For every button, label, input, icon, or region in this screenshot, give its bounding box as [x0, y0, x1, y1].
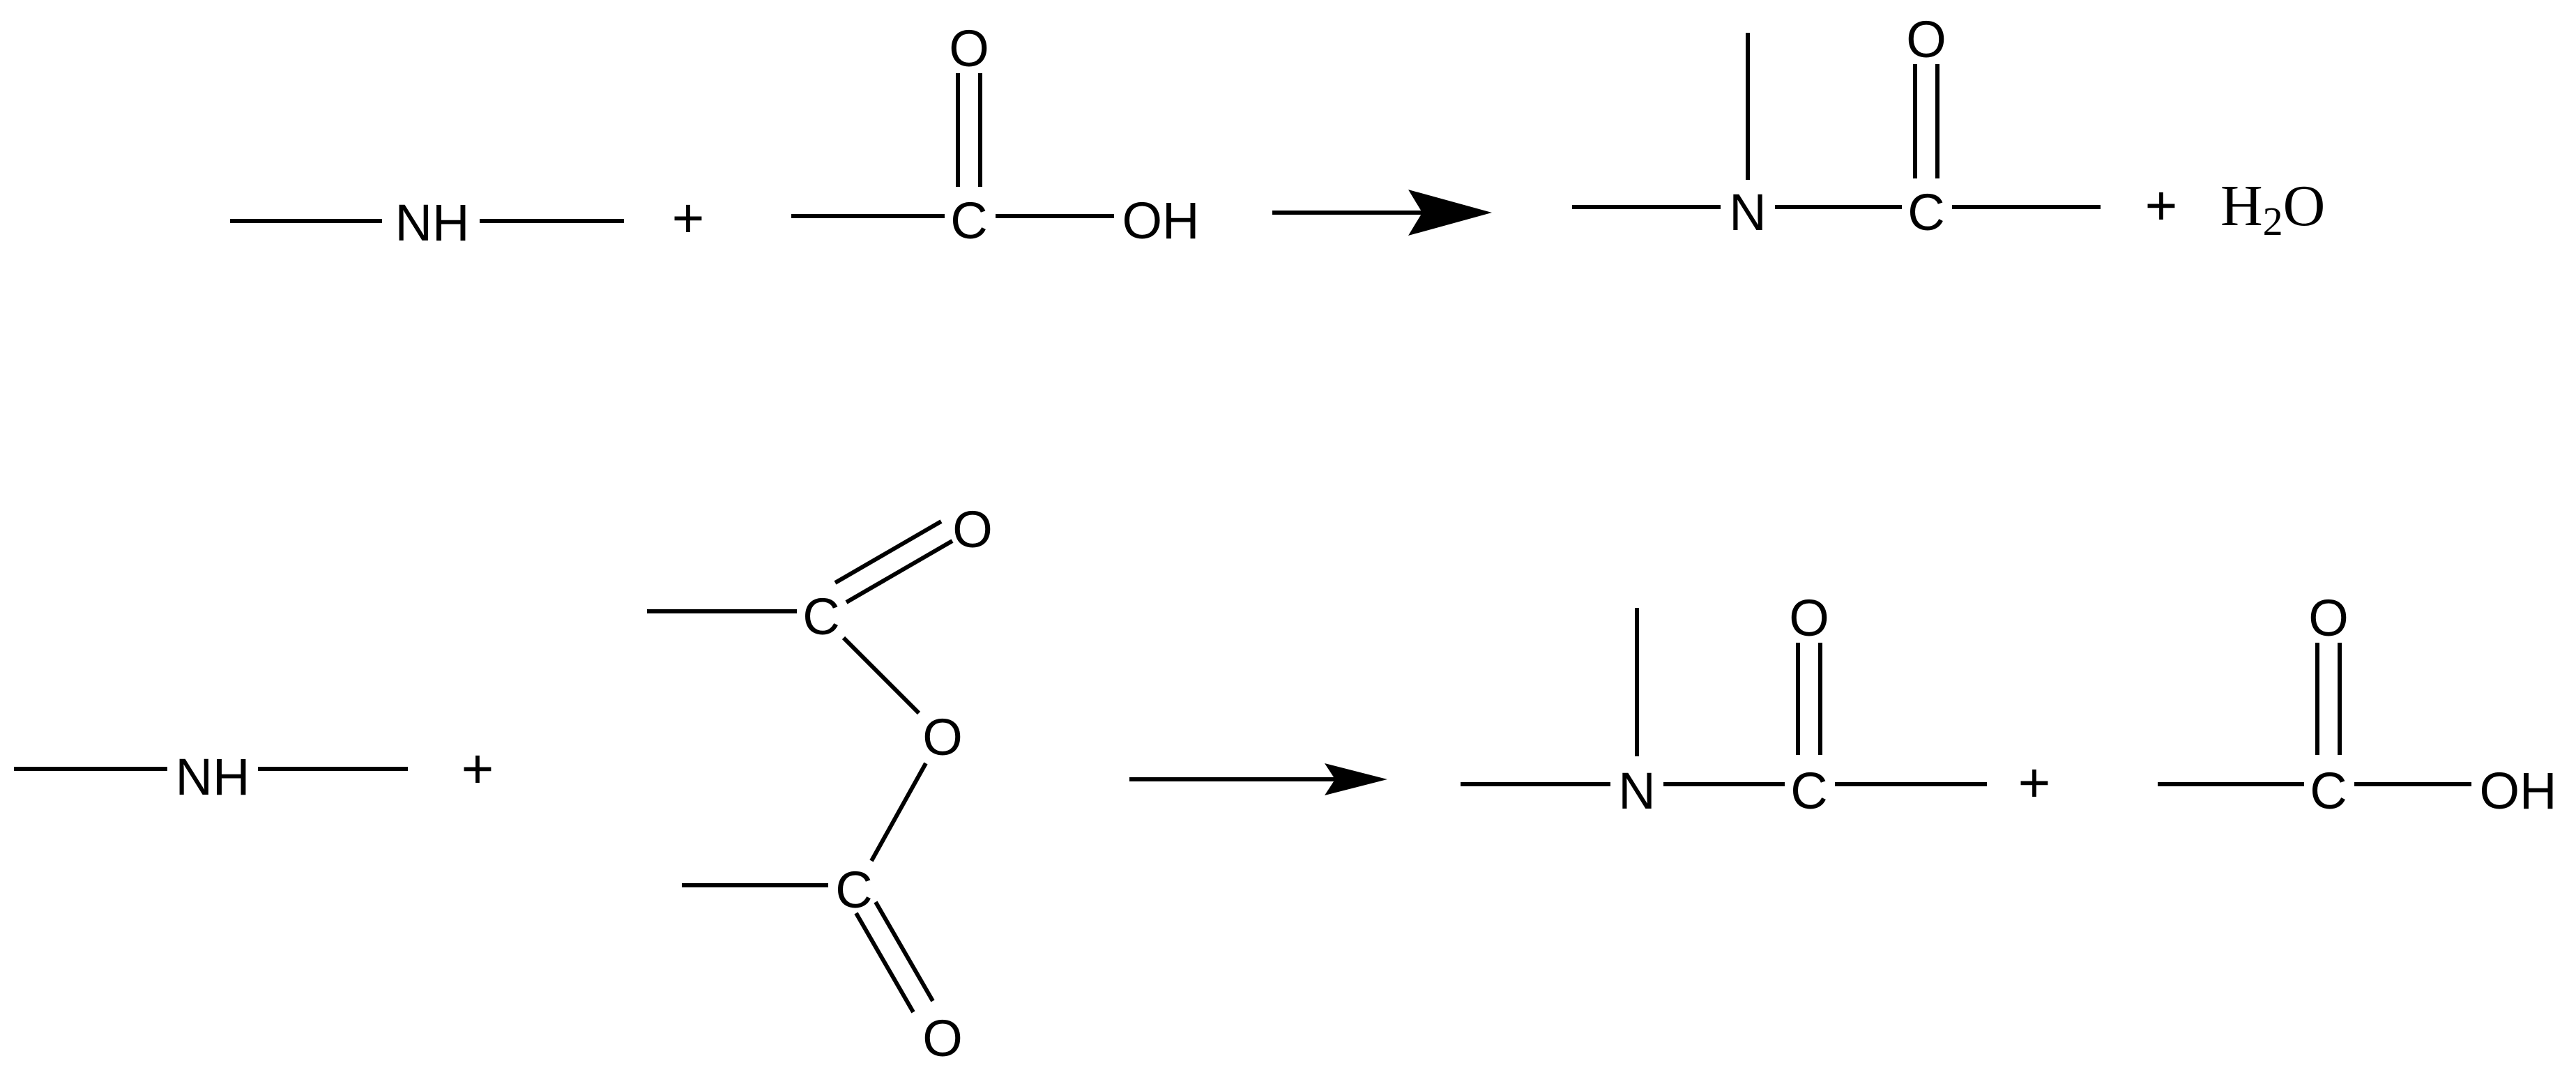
dimethylacetamide-product-1: N C O — [1572, 10, 2101, 241]
acetic-anhydride-reactant: C O O C O — [647, 500, 993, 1067]
dimethylamine-reactant-1: NH — [230, 194, 624, 252]
bond-c-o-bridge-upper — [841, 636, 921, 715]
atom-oh: OH — [1122, 192, 1200, 250]
water-h: H — [2220, 174, 2263, 238]
reaction-arrow — [1272, 190, 1492, 236]
atom-c: C — [2310, 762, 2347, 820]
bond-c-o-double-upper-b — [845, 539, 954, 604]
dimethylamine-reactant-2: NH — [14, 748, 408, 806]
bond-c-o-double-lower-b — [874, 901, 935, 1002]
bond-c-o-double-upper-a — [834, 519, 943, 585]
atom-c: C — [950, 192, 987, 250]
water-formula: H2O — [2220, 174, 2325, 244]
reaction-2: NH + C O O C O — [14, 500, 2557, 1067]
atom-n: N — [1618, 762, 1655, 820]
water-o: O — [2283, 174, 2326, 238]
atom-oh: OH — [2480, 762, 2557, 820]
plus-sign: + — [462, 737, 494, 800]
atom-o: O — [922, 1009, 963, 1067]
bond-c-o-double-lower-a — [854, 912, 915, 1014]
dimethylacetamide-product-2: N C O — [1461, 589, 1987, 820]
atom-nh: NH — [395, 194, 470, 252]
atom-c: C — [835, 861, 872, 919]
atom-o: O — [949, 20, 989, 77]
acetic-acid-reactant-1: C O OH — [791, 20, 1200, 250]
atom-n: N — [1729, 183, 1766, 241]
atom-c: C — [802, 588, 839, 645]
acetic-acid-product: C O OH — [2158, 589, 2557, 820]
reaction-arrow — [1129, 763, 1387, 795]
plus-sign: + — [2145, 174, 2178, 236]
atom-o: O — [1906, 10, 1946, 68]
plus-sign: + — [672, 187, 705, 249]
reaction-1: NH + C O OH N C O — [230, 10, 2325, 252]
bond-o-bridge-c-lower — [869, 762, 928, 862]
atom-o: O — [1789, 589, 1829, 647]
atom-nh: NH — [176, 748, 250, 806]
plus-sign: + — [2018, 751, 2051, 813]
atom-o: O — [2308, 589, 2349, 647]
atom-c: C — [1907, 183, 1944, 241]
water-subscript: 2 — [2263, 199, 2283, 244]
atom-o: O — [922, 708, 963, 766]
atom-o: O — [952, 500, 993, 558]
atom-c: C — [1790, 762, 1827, 820]
